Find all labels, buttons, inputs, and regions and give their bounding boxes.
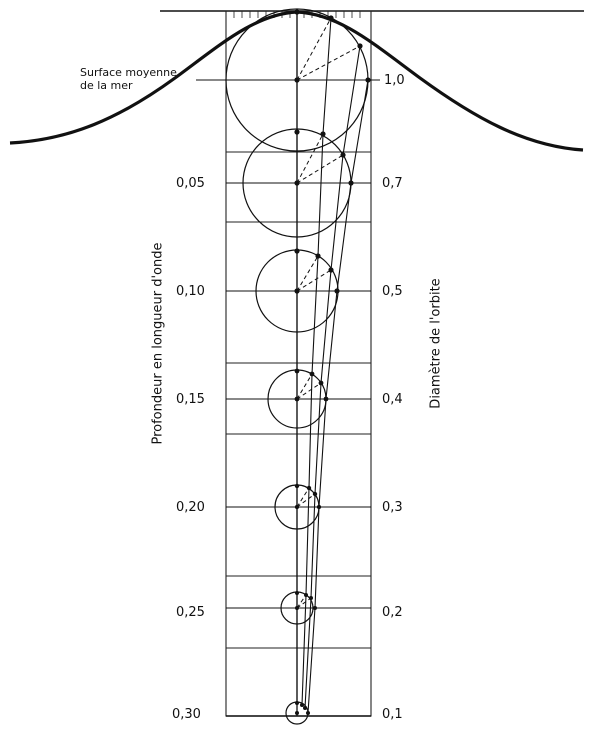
- depth-lines: [196, 79, 380, 609]
- particle-dots: [294, 9, 371, 715]
- particle-line: [301, 17, 332, 706]
- left-tick-label: 0,10: [176, 284, 205, 299]
- left-tick-label: 0,20: [176, 500, 205, 515]
- left-tick-label: 0,30: [172, 707, 201, 722]
- right-tick-label: 0,4: [382, 392, 403, 407]
- left-tick-label: 0,15: [176, 392, 205, 407]
- right-tick-label: 0,3: [382, 500, 403, 515]
- left-tick-label: 0,05: [176, 176, 205, 191]
- right-axis-title: Diamètre de l'orbite: [428, 278, 444, 409]
- surface-label-line2: de la mer: [80, 79, 133, 92]
- right-tick-label: 0,1: [382, 707, 403, 722]
- right-tick-label: 1,0: [384, 73, 405, 88]
- surface-label: Surface moyenne de la mer: [80, 66, 177, 92]
- surface-label-line1: Surface moyenne: [80, 66, 177, 79]
- left-tick-label: 0,25: [176, 605, 205, 620]
- right-tick-label: 0,2: [382, 605, 403, 620]
- right-tick-label: 0,5: [382, 284, 403, 299]
- right-tick-label: 0,7: [382, 176, 403, 191]
- particle-line: [307, 79, 369, 714]
- left-axis-title: Profondeur en longueur d'onde: [150, 242, 166, 445]
